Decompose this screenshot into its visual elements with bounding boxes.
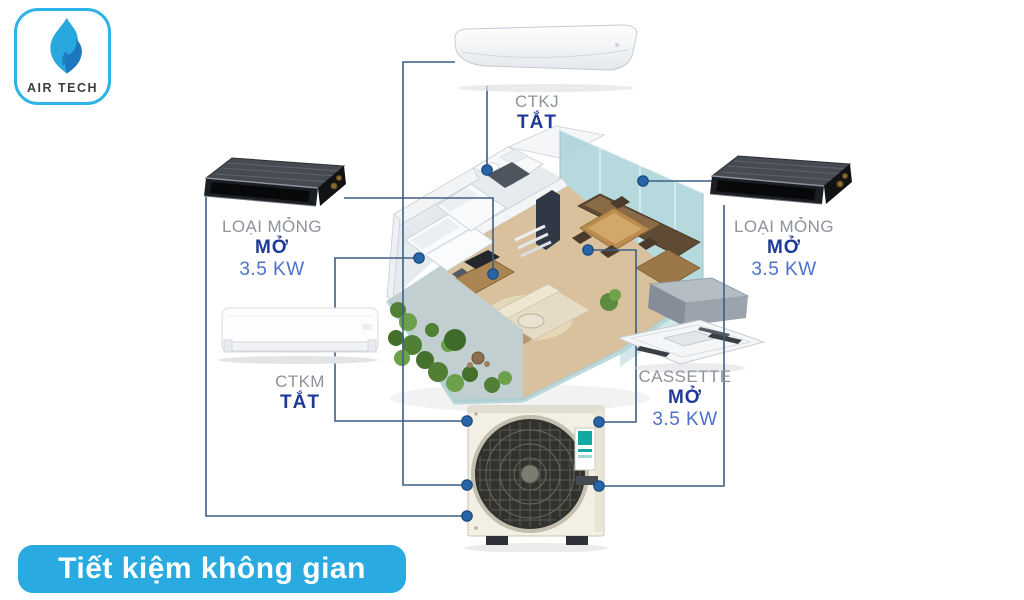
- airtech-logo: AIR TECH: [14, 8, 111, 105]
- flame-icon: [50, 17, 82, 74]
- unit-status: MỞ: [766, 237, 802, 259]
- unit-capacity: 3.5 KW: [239, 259, 305, 281]
- ctkj-label: CTKJ TẮT: [462, 92, 612, 134]
- unit-capacity: 3.5 KW: [652, 409, 718, 431]
- cassette-label: CASSETTE MỞ 3.5 KW: [607, 367, 763, 432]
- outdoor-unit-image: [464, 405, 608, 552]
- unit-name: LOẠI MỎNG: [222, 217, 322, 236]
- cassette-unit-image: [616, 277, 766, 373]
- logo-text: AIR TECH: [26, 81, 99, 95]
- duct-left-label: LOẠI MỎNG MỞ 3.5 KW: [194, 217, 350, 282]
- unit-status: MỞ: [667, 387, 703, 409]
- ducted-unit-left-image: [203, 157, 346, 207]
- ctkm-label: CTKM TẮT: [222, 372, 378, 414]
- unit-status: MỞ: [254, 237, 290, 259]
- unit-name: CASSETTE: [638, 367, 732, 386]
- duct-right-label: LOẠI MỎNG MỞ 3.5 KW: [706, 217, 862, 282]
- unit-capacity: 3.5 KW: [751, 259, 817, 281]
- banner: Tiết kiệm không gian: [18, 545, 406, 593]
- ducted-unit-right-image: [709, 155, 852, 205]
- wall-unit-ctkm-image: [218, 307, 379, 364]
- unit-name: LOẠI MỎNG: [734, 217, 834, 236]
- unit-status: TẮT: [517, 112, 557, 134]
- wall-unit-ctkj-image: [454, 24, 638, 92]
- unit-status: TẮT: [280, 392, 320, 414]
- banner-text: Tiết kiệm không gian: [58, 552, 366, 585]
- unit-name: CTKM: [275, 372, 325, 391]
- unit-name: CTKJ: [514, 92, 560, 111]
